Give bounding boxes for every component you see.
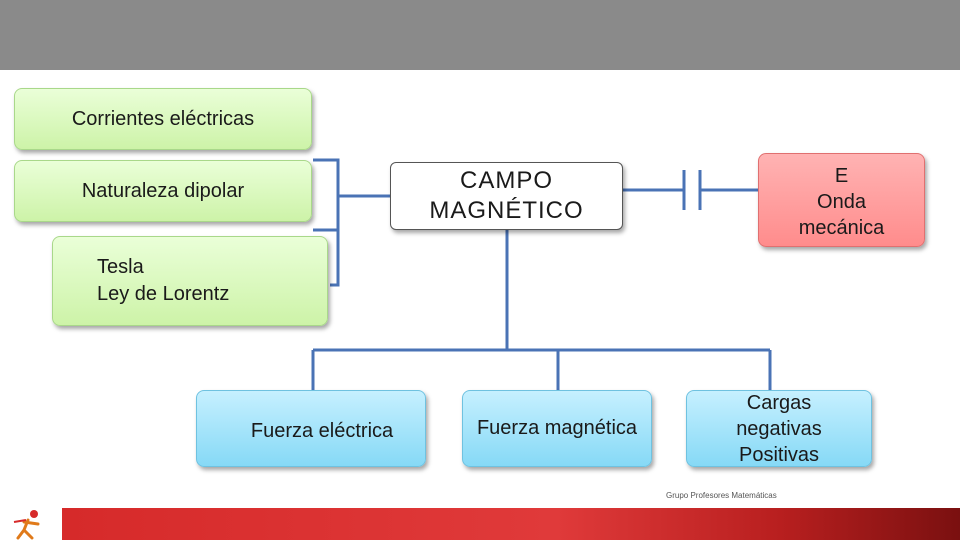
footer-logo-area bbox=[0, 508, 62, 540]
node-cargas: Cargas negativas Positivas bbox=[686, 390, 872, 467]
node-label-line: negativas bbox=[736, 417, 822, 440]
node-label-line: CAMPO bbox=[459, 167, 553, 194]
node-label-line: Ley de Lorentz bbox=[97, 283, 230, 305]
node-label: Corrientes eléctricas bbox=[71, 107, 255, 130]
node-label-line: mecánica bbox=[798, 217, 885, 239]
runner-logo-icon bbox=[13, 510, 40, 540]
node-fuerza-magnetica: Fuerza magnética bbox=[462, 390, 652, 467]
node-corrientes-electricas: Corrientes eléctricas bbox=[14, 88, 312, 150]
header-bar bbox=[0, 0, 960, 70]
node-label-line: Positivas bbox=[738, 443, 820, 466]
node-label-line: Onda bbox=[817, 191, 866, 213]
node-label-line: E bbox=[834, 165, 849, 187]
node-label: Fuerza eléctrica bbox=[250, 420, 394, 442]
node-campo-magnetico: CAMPO MAGNÉTICO bbox=[390, 162, 623, 230]
footer-credit: Grupo Profesores Matemáticas bbox=[666, 491, 777, 500]
node-fuerza-electrica: Fuerza eléctrica bbox=[196, 390, 426, 467]
footer-bar bbox=[62, 508, 960, 540]
node-tesla-lorentz: Tesla Ley de Lorentz bbox=[52, 236, 328, 326]
node-label-line: Cargas bbox=[746, 391, 812, 414]
node-e-onda-mecanica: E Onda mecánica bbox=[758, 153, 925, 247]
node-label: Naturaleza dipolar bbox=[81, 179, 245, 202]
node-label-line: Tesla bbox=[97, 256, 144, 278]
node-naturaleza-dipolar: Naturaleza dipolar bbox=[14, 160, 312, 222]
node-label-line: MAGNÉTICO bbox=[429, 197, 584, 224]
node-label: Fuerza magnética bbox=[476, 417, 638, 439]
